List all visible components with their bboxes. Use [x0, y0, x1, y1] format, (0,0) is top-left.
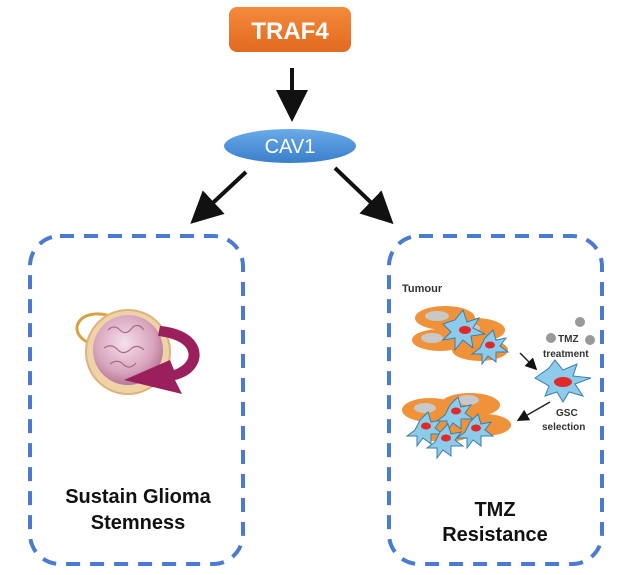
resistance-title-line2: Resistance: [442, 524, 548, 546]
traf4-label: TRAF4: [251, 18, 329, 45]
stemness-title-line2: Stemness: [91, 512, 186, 534]
stemness-box: [28, 234, 245, 566]
traf4-node: TRAF4: [229, 7, 351, 52]
brain-with-circular-arrow-icon: [75, 309, 200, 395]
arrow-gsc-selection: [516, 401, 551, 421]
treatment-label: treatment: [543, 349, 589, 360]
arrow-tmz-treatment: [519, 352, 538, 371]
resistance-title-line1: TMZ: [474, 499, 515, 521]
tmz-pill-icons: [546, 317, 595, 345]
stemness-title-line1: Sustain Glioma: [65, 486, 211, 508]
cav1-label: CAV1: [265, 136, 316, 158]
cav1-node: CAV1: [224, 129, 356, 163]
tumour-label: Tumour: [402, 283, 443, 295]
arrow-cav1-resistance: [333, 166, 394, 225]
tumour-cluster-bottom: [402, 393, 511, 460]
arrow-cav1-stemness: [190, 170, 248, 224]
selection-label: selection: [542, 422, 585, 433]
gsc-cell: [534, 359, 592, 403]
resistance-box: [387, 234, 604, 566]
gsc-label: GSC: [556, 408, 578, 419]
tmz-label: TMZ: [558, 334, 579, 345]
tumour-cluster-top: [412, 306, 510, 366]
